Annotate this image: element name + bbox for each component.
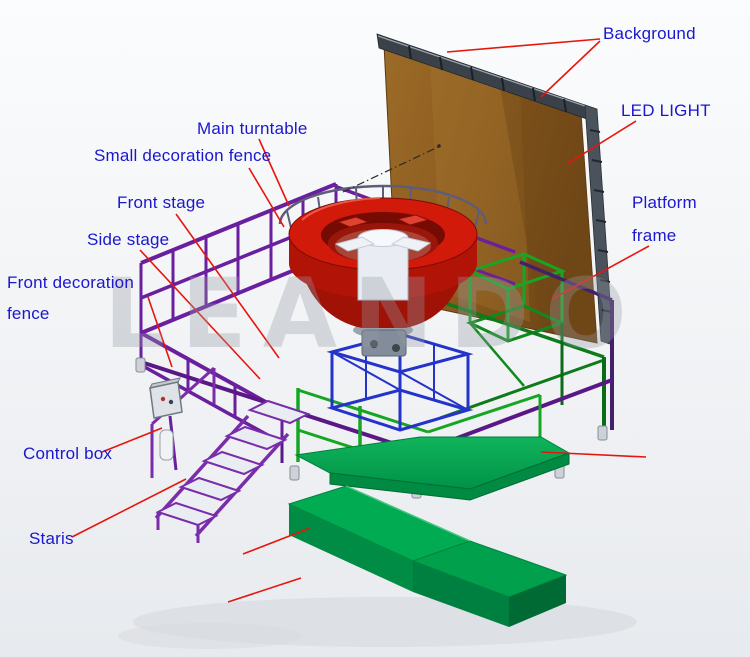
leader-base-2 (227, 577, 302, 603)
truss-bar (376, 33, 588, 120)
leader-control-box (101, 427, 163, 453)
leader-platform-frame (551, 245, 650, 300)
platform-frame-structure (435, 252, 614, 430)
label-front-stage: Front stage (117, 193, 206, 212)
leader-lines (71, 38, 650, 603)
label-staris: Staris (29, 529, 74, 548)
leader-background-2 (540, 40, 601, 98)
base-platform (287, 485, 568, 627)
leader-led-light (566, 120, 637, 165)
label-front-decoration-fence-line1: Front decoration (7, 273, 134, 292)
leader-small-decoration-fence (248, 167, 285, 228)
label-platform-frame: Platform frame (632, 193, 697, 259)
leader-staris (71, 478, 187, 538)
label-led-light: LED LIGHT (621, 101, 711, 120)
leader-front-decoration-fence (147, 296, 173, 368)
label-platform-frame-line2: frame (632, 226, 677, 245)
label-control-box: Control box (23, 444, 113, 463)
label-front-decoration-fence: Front decoration fence (7, 273, 134, 335)
leader-platform-right (540, 451, 647, 458)
label-small-decoration-fence: Small decoration fence (94, 146, 272, 165)
main-turntable-structure (288, 197, 478, 328)
control-box-structure (149, 377, 183, 471)
label-front-decoration-fence-line2: fence (7, 304, 50, 323)
label-background: Background (603, 24, 696, 43)
leader-background-1 (446, 38, 601, 53)
leader-front-stage (175, 213, 280, 359)
leader-base-1 (242, 527, 311, 555)
leader-main-turntable (258, 138, 290, 207)
leader-side-stage (139, 249, 261, 380)
label-main-turntable: Main turntable (197, 119, 308, 138)
label-side-stage: Side stage (87, 230, 170, 249)
turntable-axis-line (342, 144, 441, 193)
label-platform-frame-line1: Platform (632, 193, 697, 212)
